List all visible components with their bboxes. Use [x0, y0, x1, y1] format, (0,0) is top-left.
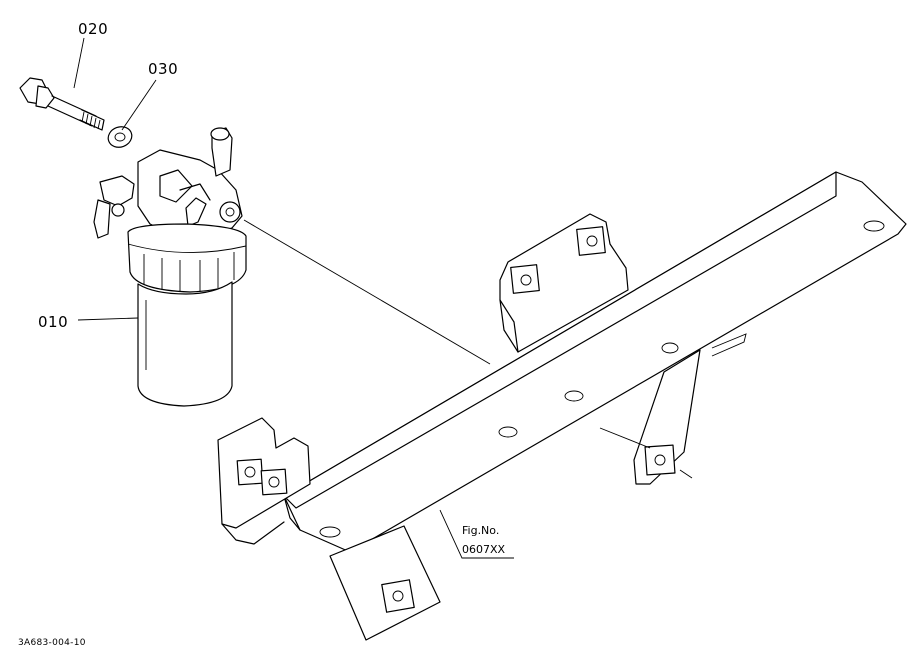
- leader-figno: [439, 509, 514, 559]
- assembly-leader-line: [243, 219, 491, 365]
- upper-mounting-tab: [499, 213, 629, 353]
- washer-030: [107, 126, 133, 148]
- part-label-010: 010: [38, 313, 68, 331]
- part-label-020: 020: [78, 20, 108, 38]
- fig-number-value: 0607XX: [462, 543, 506, 556]
- drawing-code: 3A683-004-10: [18, 638, 86, 648]
- bolt-020: [19, 77, 105, 131]
- left-end-plate: [217, 417, 311, 545]
- filter-ring-nut: [127, 223, 247, 293]
- leader-010: [77, 317, 139, 321]
- leader-020: [73, 37, 85, 89]
- leader-030: [121, 79, 157, 131]
- filter-bowl: [137, 281, 233, 407]
- mounting-bracket: [283, 171, 907, 553]
- fig-number-label: Fig.No.: [462, 524, 499, 537]
- right-lower-brace: [599, 333, 747, 485]
- part-label-030: 030: [148, 60, 178, 78]
- filter-head: [93, 127, 243, 239]
- bottom-foot-plate: [329, 525, 441, 641]
